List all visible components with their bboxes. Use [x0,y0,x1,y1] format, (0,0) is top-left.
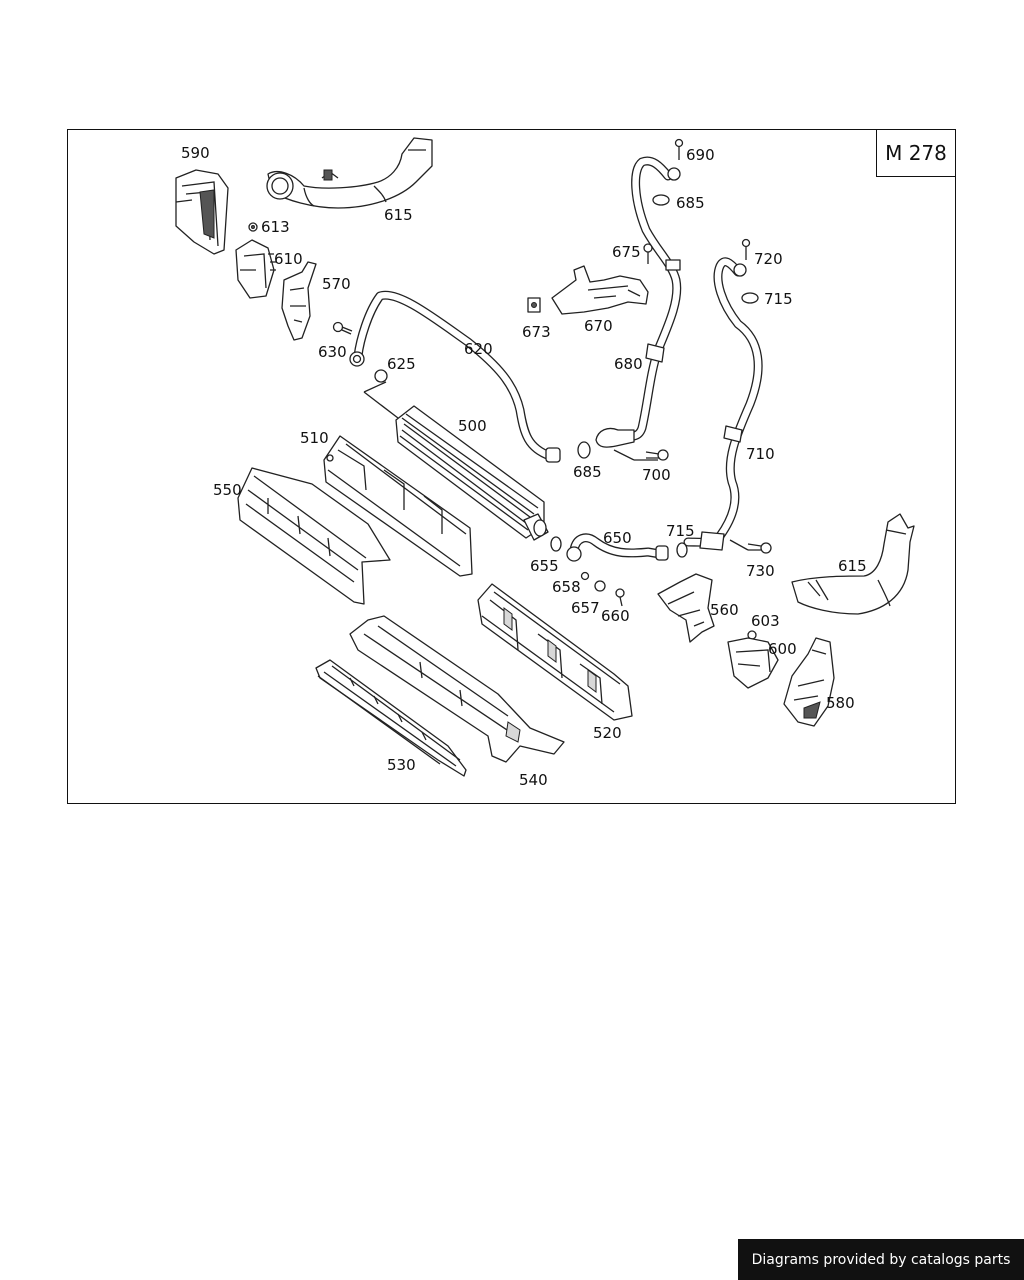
callout-660: 660 [601,607,630,625]
part-500-intercooler [395,405,549,541]
callout-700: 700 [642,466,671,484]
callout-550: 550 [213,481,242,499]
part-650-pipe [566,533,669,562]
callout-615-upper: 615 [384,206,413,224]
callout-730: 730 [746,562,775,580]
part-510-shroud [323,435,473,577]
callout-658: 658 [552,578,581,596]
part-615-lower-pipe [791,513,915,615]
part-690-bolt [674,138,684,160]
callout-570: 570 [322,275,351,293]
part-715-ring-upper [741,292,759,304]
part-710-hose [683,257,763,551]
part-600-bracket [727,637,779,689]
callout-590: 590 [181,144,210,162]
part-655-ring [550,536,562,552]
part-615-upper-pipe [266,137,433,209]
part-630-bolt [332,321,353,335]
part-590-duct [175,169,229,255]
leader-lines [363,381,749,551]
callout-680: 680 [614,355,643,373]
part-657-nut [594,580,606,592]
callout-510: 510 [300,429,329,447]
callout-670: 670 [584,317,613,335]
callout-625: 625 [387,355,416,373]
callout-613: 613 [261,218,290,236]
callout-560: 560 [710,601,739,619]
callout-603: 603 [751,612,780,630]
callout-710: 710 [746,445,775,463]
callout-580: 580 [826,694,855,712]
diagram-drawing: 590 615 613 610 570 630 625 620 690 685 … [175,137,915,789]
part-730-bolt [747,542,772,554]
callout-630: 630 [318,343,347,361]
callout-520: 520 [593,724,622,742]
part-670-bracket [527,265,649,315]
callout-685-lower: 685 [573,463,602,481]
callout-655: 655 [530,557,559,575]
part-685-ring-lower [577,441,591,459]
part-610-bracket [235,239,276,299]
part-613-nut [248,222,258,232]
callout-673: 673 [522,323,551,341]
part-530-grille [315,659,467,777]
part-570-bracket [281,261,317,341]
footer-text: Diagrams provided by catalogs parts [751,1251,1011,1268]
callout-610: 610 [274,250,303,268]
part-620-pipe [349,290,561,463]
callout-720: 720 [754,250,783,268]
callout-615-lower: 615 [838,557,867,575]
part-685-ring-upper [652,194,670,206]
parts-diagram: 590 615 613 610 570 630 625 620 690 685 … [67,129,956,804]
part-715-ring-lower [676,542,688,558]
callout-690: 690 [686,146,715,164]
callout-620: 620 [464,340,493,358]
callout-500: 500 [458,417,487,435]
callout-650: 650 [603,529,632,547]
model-code: M 278 [885,141,947,165]
callout-685-upper: 685 [676,194,705,212]
part-540-support [349,615,565,763]
part-658-washer [580,571,590,581]
callout-715-lower: 715 [666,522,695,540]
part-580-duct [783,637,835,727]
part-720-bolt [741,238,751,260]
part-675-bolt [643,243,653,264]
callout-labels: 590 615 613 610 570 630 625 620 690 685 … [181,144,867,789]
callout-715-upper: 715 [764,290,793,308]
callout-675: 675 [612,243,641,261]
part-560-bracket [657,573,715,643]
part-700-bolt [645,449,669,461]
part-520-frame [477,583,633,721]
callout-530: 530 [387,756,416,774]
footer-banner: Diagrams provided by catalogs parts [738,1239,1024,1280]
part-625-ring [374,369,388,383]
part-680-hose [595,156,682,448]
part-550-panel [237,467,391,605]
part-660-bolt [615,588,625,607]
callout-600: 600 [768,640,797,658]
model-code-box: M 278 [876,129,956,177]
callout-657: 657 [571,599,600,617]
callout-540: 540 [519,771,548,789]
